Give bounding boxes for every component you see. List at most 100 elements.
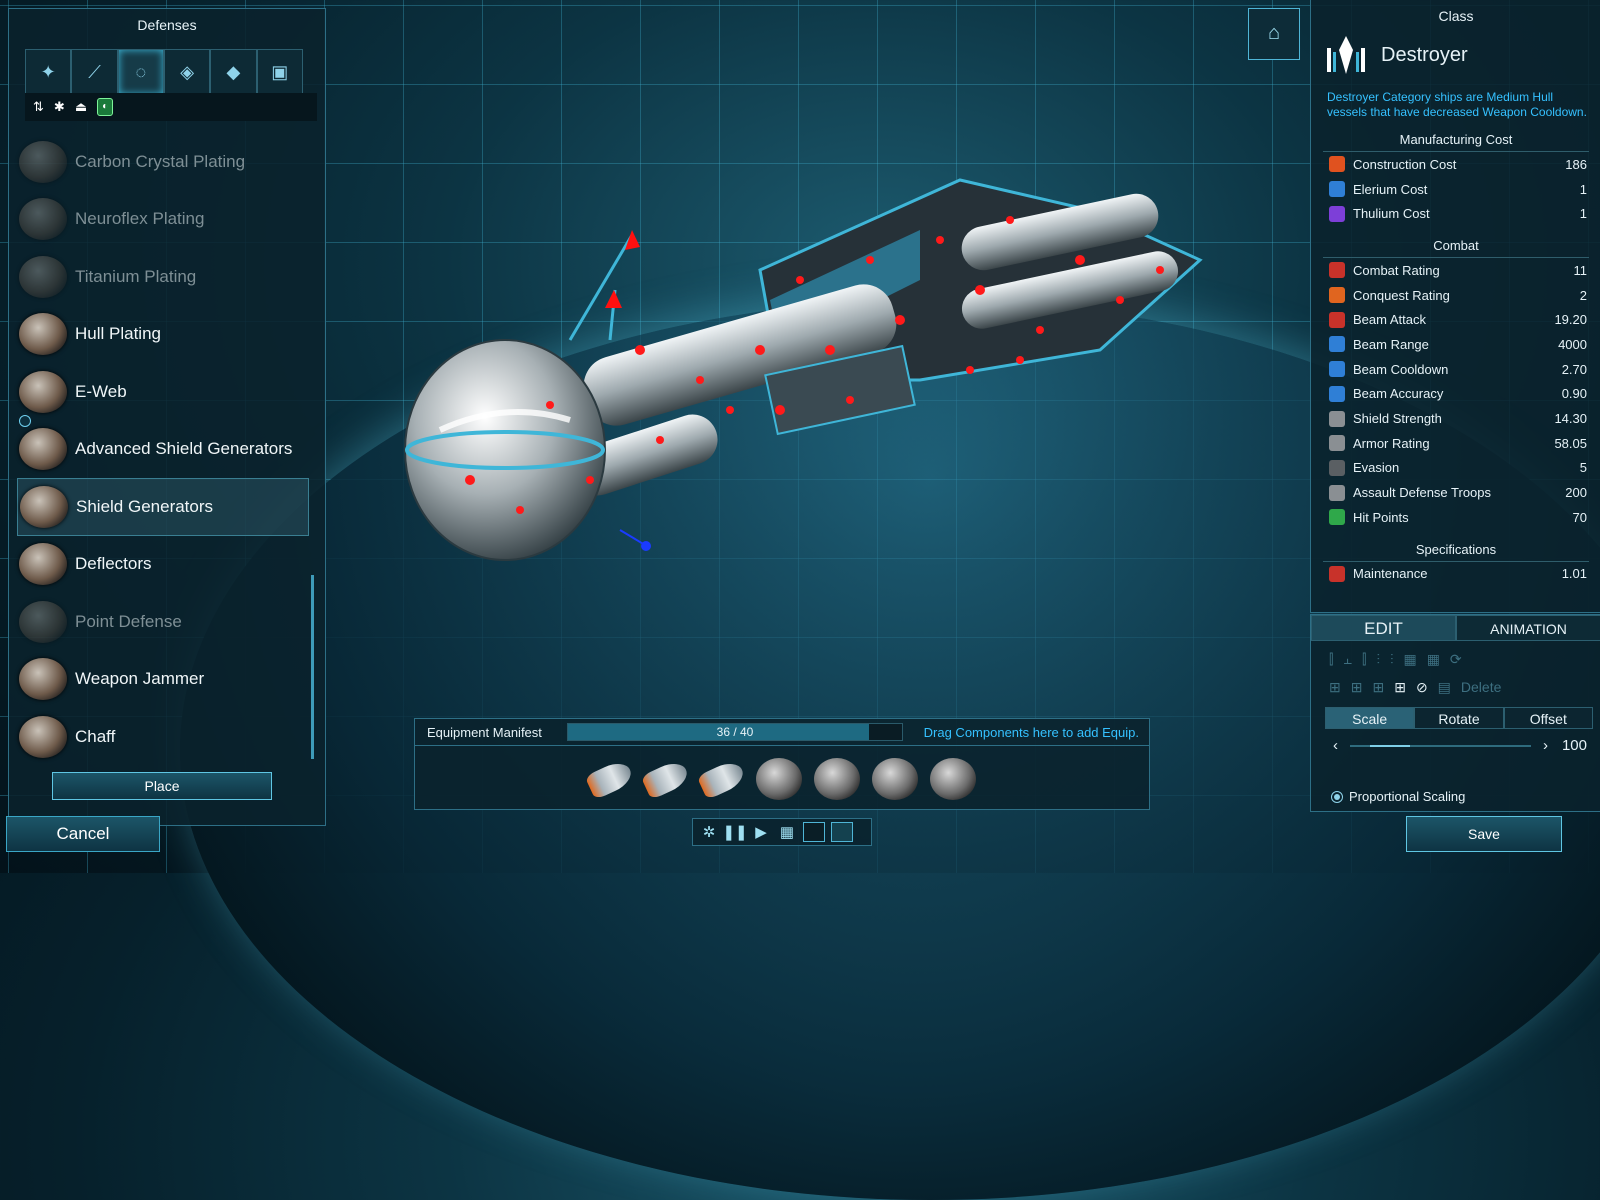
panel-title: Defenses <box>137 17 197 33</box>
list-item[interactable]: Neuroflex Plating <box>17 191 309 249</box>
shield-ring-icon[interactable]: ◌ <box>117 49 164 95</box>
combat-rating-icon <box>1329 262 1345 279</box>
hit-points-icon <box>1329 509 1345 526</box>
disable-icon[interactable]: ⊘ <box>1415 678 1428 695</box>
select-group-icon[interactable]: ⊞ <box>1350 678 1363 695</box>
pause-icon[interactable]: ❚❚ <box>722 824 748 841</box>
tab-animation[interactable]: ANIMATION <box>1456 615 1600 641</box>
stat-value: 5 <box>1579 460 1587 476</box>
shield-generator-slot[interactable] <box>872 758 918 800</box>
list-item[interactable]: Titanium Plating <box>17 248 309 306</box>
teal-bg-icon[interactable] <box>831 822 853 842</box>
stack-icon[interactable]: ⏏ <box>74 99 88 114</box>
engine-slot[interactable] <box>640 757 692 801</box>
group-icon[interactable]: ⊞ <box>1394 678 1406 695</box>
item-label: E-Web <box>75 381 127 401</box>
proportional-scaling-option[interactable]: Proportional Scaling <box>1331 789 1465 804</box>
reset-icon[interactable]: ⟳ <box>1449 650 1462 667</box>
ship-hull <box>404 178 1203 561</box>
hardpoint-markers <box>465 216 1164 514</box>
ship-model[interactable] <box>400 150 1240 590</box>
list-item[interactable]: Advanced Shield Generators <box>17 414 309 479</box>
component-thumbnail <box>19 428 67 471</box>
tab-edit[interactable]: EDIT <box>1311 615 1456 641</box>
stat-label: Combat Rating <box>1353 262 1440 278</box>
settings-icon[interactable]: ✲ <box>702 824 716 841</box>
stat-label: Elerium Cost <box>1353 181 1428 197</box>
satellite-icon[interactable]: ✦ <box>25 49 72 95</box>
chevron-left-icon[interactable]: ‹ <box>1333 737 1338 754</box>
list-item[interactable]: E-Web <box>17 363 309 421</box>
engine-slot[interactable] <box>696 757 748 801</box>
list-item[interactable]: Deflectors <box>17 536 309 594</box>
module-icon[interactable]: ◆ <box>210 49 257 95</box>
grid-icon[interactable]: ▦ <box>779 824 795 841</box>
list-scrollbar[interactable] <box>310 125 316 771</box>
slider-track[interactable] <box>1350 744 1531 747</box>
delete-icon[interactable]: ▤ <box>1437 678 1451 695</box>
stat-label: Assault Defense Troops <box>1353 485 1492 501</box>
shield-generator-slot[interactable] <box>756 758 802 800</box>
scrollbar-thumb[interactable] <box>311 575 314 759</box>
manufacturing-heading: Manufacturing Cost <box>1323 132 1589 152</box>
item-label: Titanium Plating <box>75 266 197 286</box>
component-thumbnail <box>19 715 67 758</box>
armor-icon[interactable]: ◈ <box>163 49 211 95</box>
wrench-icon <box>1329 565 1345 582</box>
tab-offset[interactable]: Offset <box>1503 707 1593 729</box>
destroyer-class-icon <box>1327 36 1365 74</box>
play-icon[interactable]: ▶ <box>755 824 767 841</box>
shield-filter-icon[interactable]: ◐ <box>97 98 114 116</box>
component-thumbnail <box>19 543 67 586</box>
align-top-icon[interactable]: ⫠ <box>1343 650 1352 667</box>
support-icon[interactable]: ▣ <box>256 49 303 95</box>
equipment-manifest[interactable]: Equipment Manifest 36 / 40 Drag Componen… <box>414 718 1150 810</box>
align-left-icon[interactable]: ⫿ <box>1329 650 1334 667</box>
list-item-selected[interactable]: Shield Generators <box>17 478 309 536</box>
shield-generator-slot[interactable] <box>814 758 860 800</box>
tab-rotate[interactable]: Rotate <box>1414 707 1504 729</box>
list-item[interactable]: Chaff <box>17 708 309 766</box>
stat-value: 19.20 <box>1554 312 1587 328</box>
select-all-icon[interactable]: ⊞ <box>1329 678 1341 695</box>
save-button[interactable]: Save <box>1406 816 1562 852</box>
transform-tabs: Scale Rotate Offset <box>1325 707 1593 729</box>
item-label: Weapon Jammer <box>75 669 205 689</box>
scale-slider[interactable]: ‹ › 100 <box>1333 737 1587 754</box>
advanced-shield-generator-slot[interactable] <box>930 758 976 800</box>
slider-handle[interactable] <box>1370 744 1410 747</box>
list-item[interactable]: Weapon Jammer <box>17 651 309 709</box>
list-item[interactable]: Hull Plating <box>17 306 309 364</box>
grid-align-icon[interactable]: ▦ <box>1403 650 1417 667</box>
engine-slot[interactable] <box>584 757 636 801</box>
proportional-radio[interactable] <box>1331 790 1343 803</box>
sort-icon[interactable]: ⇅ <box>33 99 44 114</box>
select-down-icon[interactable]: ⊞ <box>1372 678 1385 695</box>
stat-value: 14.30 <box>1554 411 1587 427</box>
distribute-h-icon[interactable]: ⫶ <box>1376 650 1380 667</box>
cancel-button[interactable]: Cancel <box>6 816 160 852</box>
beam-weapon-icon[interactable]: ⟋ <box>71 49 118 95</box>
dark-bg-icon[interactable] <box>803 822 825 842</box>
tab-scale[interactable]: Scale <box>1325 707 1415 729</box>
place-button[interactable]: Place <box>52 772 272 800</box>
grid-snap-icon[interactable]: ▦ <box>1426 650 1440 667</box>
stat-value: 58.05 <box>1554 435 1587 451</box>
gear-icon[interactable]: ✱ <box>53 99 65 114</box>
align-right-icon[interactable]: ⫿ <box>1361 650 1367 667</box>
distribute-v-icon[interactable]: ⫶ <box>1389 650 1394 667</box>
list-item[interactable]: Point Defense <box>17 593 309 651</box>
delete-label[interactable]: Delete <box>1460 679 1502 695</box>
view-toggle-icon[interactable]: ⌂ <box>1248 8 1300 60</box>
chevron-right-icon[interactable]: › <box>1542 737 1548 754</box>
component-thumbnail <box>19 658 67 701</box>
list-item[interactable]: Carbon Crystal Plating <box>17 133 309 191</box>
item-label: Advanced Shield Generators <box>75 439 293 459</box>
